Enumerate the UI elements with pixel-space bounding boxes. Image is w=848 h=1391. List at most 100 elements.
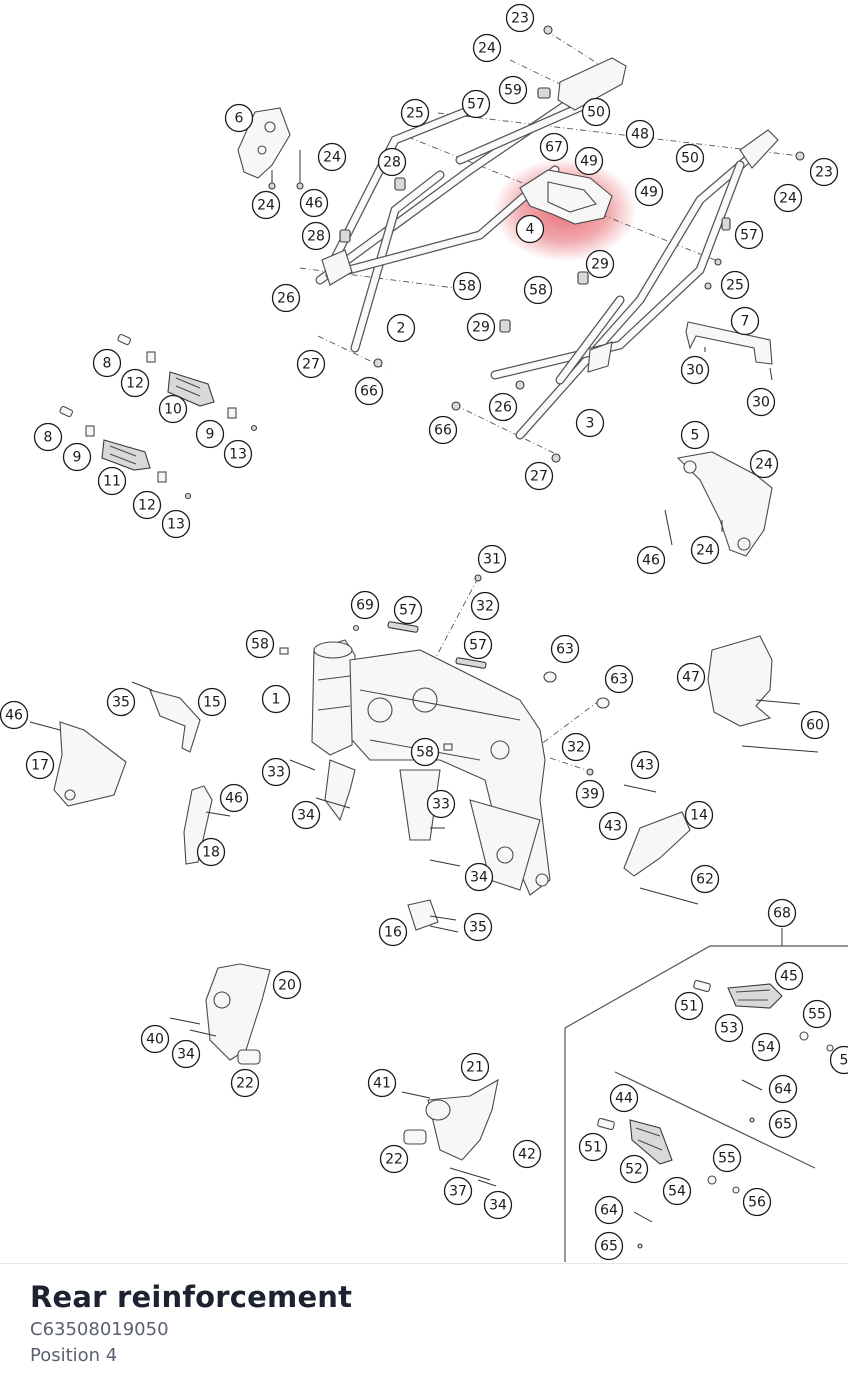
- callout-39[interactable]: 39: [577, 781, 604, 808]
- callout-46[interactable]: 46: [221, 785, 248, 812]
- callout-24[interactable]: 24: [474, 35, 501, 62]
- callout-24[interactable]: 24: [751, 451, 778, 478]
- callout-46[interactable]: 46: [301, 190, 328, 217]
- callout-55[interactable]: 55: [714, 1145, 741, 1172]
- callout-55[interactable]: 55: [804, 1001, 831, 1028]
- callout-27[interactable]: 27: [526, 463, 553, 490]
- callout-1[interactable]: 1: [263, 686, 290, 713]
- callout-67[interactable]: 67: [541, 134, 568, 161]
- callout-69[interactable]: 69: [352, 592, 379, 619]
- callout-50[interactable]: 50: [583, 99, 610, 126]
- callout-12[interactable]: 12: [134, 492, 161, 519]
- callout-24[interactable]: 24: [775, 185, 802, 212]
- callout-23[interactable]: 23: [811, 159, 838, 186]
- callout-57[interactable]: 57: [463, 91, 490, 118]
- callout-27[interactable]: 27: [298, 351, 325, 378]
- callout-25[interactable]: 25: [402, 100, 429, 127]
- callout-23[interactable]: 23: [507, 5, 534, 32]
- callout-29[interactable]: 29: [587, 251, 614, 278]
- callout-58[interactable]: 58: [412, 739, 439, 766]
- callout-58[interactable]: 58: [247, 631, 274, 658]
- callout-47[interactable]: 47: [678, 664, 705, 691]
- callout-30[interactable]: 30: [682, 357, 709, 384]
- callout-14[interactable]: 14: [686, 802, 713, 829]
- callout-63[interactable]: 63: [606, 666, 633, 693]
- callout-18[interactable]: 18: [198, 839, 225, 866]
- callout-28[interactable]: 28: [303, 223, 330, 250]
- callout-32[interactable]: 32: [563, 734, 590, 761]
- callout-25[interactable]: 25: [722, 272, 749, 299]
- callout-58[interactable]: 58: [454, 273, 481, 300]
- callout-45[interactable]: 45: [776, 963, 803, 990]
- callout-26[interactable]: 26: [490, 394, 517, 421]
- callout-57[interactable]: 57: [465, 632, 492, 659]
- callout-28[interactable]: 28: [379, 149, 406, 176]
- callout-46[interactable]: 46: [1, 702, 28, 729]
- callout-59[interactable]: 59: [500, 77, 527, 104]
- callout-34[interactable]: 34: [466, 864, 493, 891]
- callout-42[interactable]: 42: [514, 1141, 541, 1168]
- callout-52[interactable]: 52: [621, 1156, 648, 1183]
- callout-43[interactable]: 43: [632, 752, 659, 779]
- callout-7[interactable]: 7: [732, 308, 759, 335]
- callout-34[interactable]: 34: [173, 1041, 200, 1068]
- callout-2[interactable]: 2: [388, 315, 415, 342]
- callout-57[interactable]: 57: [395, 597, 422, 624]
- callout-11[interactable]: 11: [99, 468, 126, 495]
- callout-34[interactable]: 34: [485, 1192, 512, 1219]
- callout-31[interactable]: 31: [479, 546, 506, 573]
- callout-62[interactable]: 62: [692, 866, 719, 893]
- callout-65[interactable]: 65: [596, 1233, 623, 1260]
- callout-3[interactable]: 3: [577, 410, 604, 437]
- callout-54[interactable]: 54: [753, 1034, 780, 1061]
- callout-8[interactable]: 8: [35, 424, 62, 451]
- callout-54[interactable]: 54: [664, 1178, 691, 1205]
- callout-40[interactable]: 40: [142, 1026, 169, 1053]
- callout-43[interactable]: 43: [600, 813, 627, 840]
- callout-17[interactable]: 17: [27, 752, 54, 779]
- callout-49[interactable]: 49: [636, 179, 663, 206]
- callout-26[interactable]: 26: [273, 285, 300, 312]
- callout-65[interactable]: 65: [770, 1111, 797, 1138]
- callout-66[interactable]: 66: [356, 378, 383, 405]
- callout-21[interactable]: 21: [462, 1054, 489, 1081]
- callout-57[interactable]: 57: [736, 222, 763, 249]
- callout-58[interactable]: 58: [525, 277, 552, 304]
- callout-9[interactable]: 9: [64, 444, 91, 471]
- callout-24[interactable]: 24: [692, 537, 719, 564]
- callout-33[interactable]: 33: [263, 759, 290, 786]
- callout-64[interactable]: 64: [770, 1076, 797, 1103]
- callout-4[interactable]: 4: [517, 216, 544, 243]
- callout-66[interactable]: 66: [430, 417, 457, 444]
- callout-20[interactable]: 20: [274, 972, 301, 999]
- callout-51[interactable]: 51: [676, 993, 703, 1020]
- callout-33[interactable]: 33: [428, 791, 455, 818]
- callout-29[interactable]: 29: [468, 314, 495, 341]
- callout-34[interactable]: 34: [293, 802, 320, 829]
- callout-13[interactable]: 13: [163, 511, 190, 538]
- callout-10[interactable]: 10: [160, 396, 187, 423]
- callout-30[interactable]: 30: [748, 389, 775, 416]
- callout-49[interactable]: 49: [576, 148, 603, 175]
- callout-5[interactable]: 5: [682, 422, 709, 449]
- callout-15[interactable]: 15: [199, 689, 226, 716]
- callout-51[interactable]: 51: [580, 1134, 607, 1161]
- callout-48[interactable]: 48: [627, 121, 654, 148]
- callout-16[interactable]: 16: [380, 919, 407, 946]
- callout-24[interactable]: 24: [253, 192, 280, 219]
- callout-32[interactable]: 32: [472, 593, 499, 620]
- callout-8[interactable]: 8: [94, 350, 121, 377]
- callout-63[interactable]: 63: [552, 636, 579, 663]
- callout-9[interactable]: 9: [197, 421, 224, 448]
- callout-35[interactable]: 35: [108, 689, 135, 716]
- callout-24[interactable]: 24: [319, 144, 346, 171]
- callout-46[interactable]: 46: [638, 547, 665, 574]
- callout-41[interactable]: 41: [369, 1070, 396, 1097]
- callout-64[interactable]: 64: [596, 1197, 623, 1224]
- callout-53[interactable]: 53: [716, 1015, 743, 1042]
- callout-60[interactable]: 60: [802, 712, 829, 739]
- callout-13[interactable]: 13: [225, 441, 252, 468]
- callout-5[interactable]: 5: [831, 1047, 848, 1074]
- callout-68[interactable]: 68: [769, 900, 796, 927]
- callout-35[interactable]: 35: [465, 914, 492, 941]
